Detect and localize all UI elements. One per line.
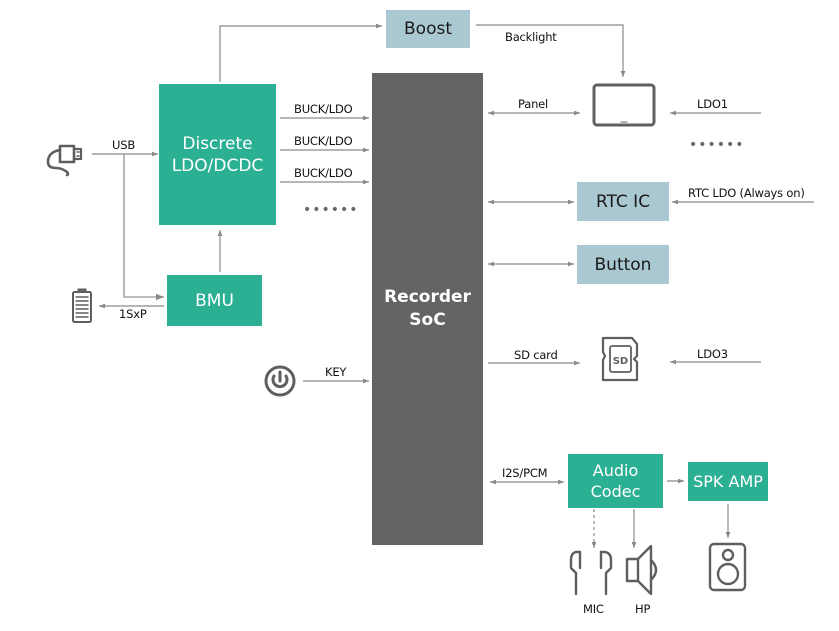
bmu-block: BMU	[167, 275, 262, 326]
display-panel-icon	[592, 83, 656, 127]
i2s-pcm-label: I2S/PCM	[502, 466, 548, 480]
earphones-icon	[569, 550, 613, 596]
soc-label-line2: SoC	[409, 310, 446, 330]
boost-label: Boost	[404, 19, 452, 39]
line-discrete-to-boost	[219, 23, 382, 82]
boost-block: Boost	[386, 10, 470, 48]
ldo-ellipsis: ••••••	[689, 137, 745, 153]
power-button-icon	[264, 365, 296, 397]
spk-amp-label: SPK AMP	[693, 472, 763, 491]
speaker-cone-icon	[625, 544, 658, 596]
ldo3-label: LDO3	[697, 347, 728, 361]
usb-plug-icon	[46, 144, 83, 177]
audio-codec-label-line1: Audio	[592, 461, 639, 480]
discrete-ldo-dcdc-block: Discrete LDO/DCDC	[159, 84, 276, 225]
panel-label: Panel	[518, 97, 549, 111]
sd-card-icon: SD	[601, 336, 639, 382]
buck-ldo-label-2: BUCK/LDO	[294, 134, 353, 148]
audio-codec-label-line2: Codec	[590, 482, 641, 501]
bmu-label: BMU	[195, 290, 234, 311]
mic-label: MIC	[583, 602, 604, 616]
loudspeaker-icon	[708, 542, 747, 592]
buck-ldo-label-1: BUCK/LDO	[294, 102, 353, 116]
line-backlight	[476, 24, 626, 77]
discrete-label-line2: LDO/DCDC	[171, 155, 264, 176]
buck-ellipsis: ••••••	[303, 202, 359, 218]
svg-text:SD: SD	[613, 356, 629, 367]
rtc-ic-label: RTC IC	[595, 191, 651, 212]
soc-label-line1: Recorder	[384, 287, 471, 307]
hp-label: HP	[635, 602, 651, 616]
rtc-ic-block: RTC IC	[577, 182, 669, 221]
discrete-label-line1: Discrete	[182, 133, 253, 154]
key-label: KEY	[325, 365, 347, 379]
audio-codec-block: Audio Codec	[568, 454, 663, 508]
button-block: Button	[577, 245, 669, 284]
backlight-label: Backlight	[505, 30, 557, 44]
recorder-soc-block: Recorder SoC	[372, 73, 483, 545]
sd-card-label: SD card	[514, 348, 558, 362]
button-label: Button	[594, 254, 652, 275]
ldo1-label: LDO1	[697, 97, 728, 111]
rtc-ldo-label: RTC LDO (Always on)	[688, 186, 805, 200]
line-usb-to-bmu	[123, 154, 164, 301]
buck-ldo-label-3: BUCK/LDO	[294, 166, 353, 180]
battery-config-label: 1SxP	[119, 307, 147, 321]
usb-label: USB	[112, 138, 136, 152]
battery-icon	[72, 288, 92, 323]
spk-amp-block: SPK AMP	[688, 462, 768, 501]
